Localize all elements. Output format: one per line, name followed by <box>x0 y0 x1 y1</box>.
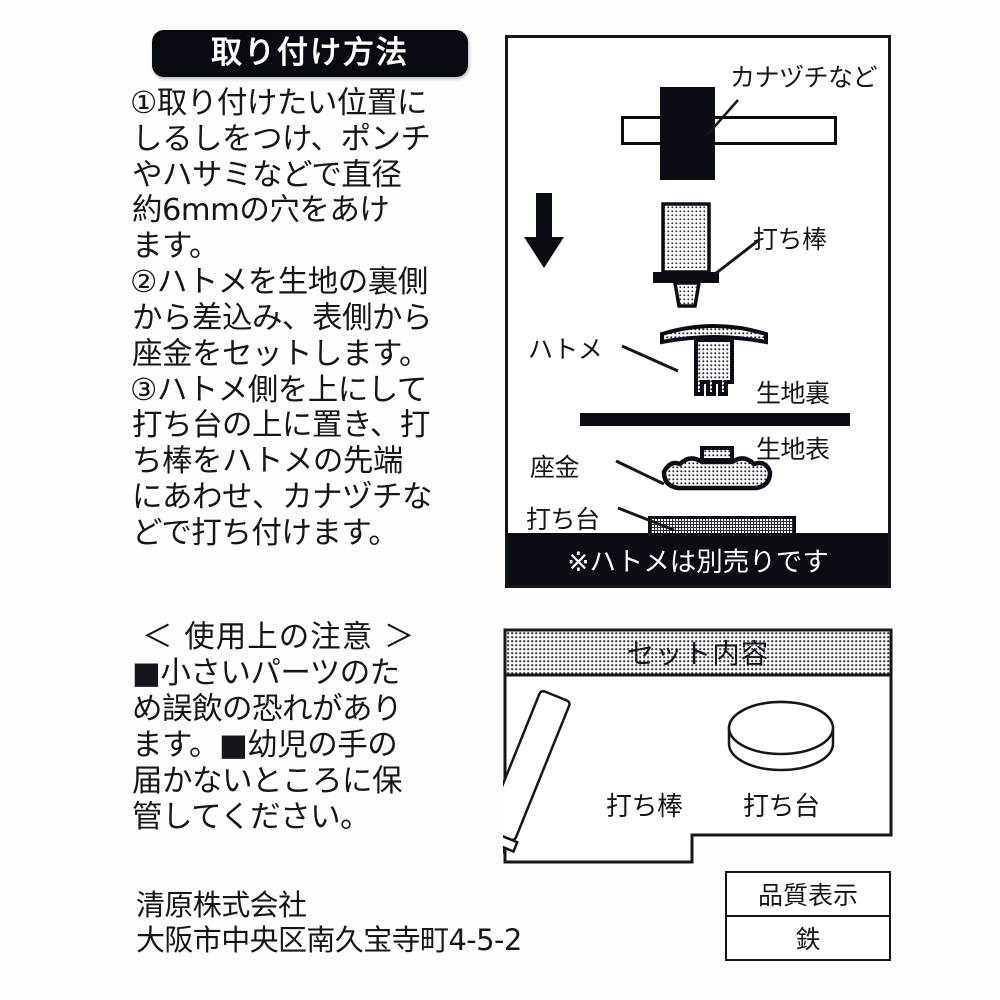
quality-indication-table: 品質表示 鉄 <box>725 871 891 961</box>
eyelet-icon <box>660 324 768 396</box>
sold-separately-note: ※ハトメは別売りです <box>508 533 888 585</box>
diagram-label-fabric-front: 生地表 <box>756 435 830 464</box>
diagram-label-punch-rod: 打ち棒 <box>753 225 827 254</box>
caution-heading: ＜ 使用上の注意 ＞ <box>142 620 416 655</box>
anvil-leader-line <box>617 506 675 532</box>
diagram-label-washer: 座金 <box>530 453 580 482</box>
sold-separately-text: ※ハトメは別売りです <box>567 546 829 578</box>
set-contents-outline <box>503 628 893 864</box>
diagram-label-hammer: カナヅチなど <box>730 63 878 92</box>
caution-body: ■小さいパーツのた め誤飲の恐れがあり ます。■幼児の手の 届かないところに保 … <box>132 655 403 835</box>
set-contents-box: セット内容 打ち棒 打ち台 <box>503 628 893 864</box>
set-item-label-punch-rod: 打ち棒 <box>606 792 683 822</box>
hammer-handle-icon <box>621 116 837 145</box>
washer-icon <box>661 446 773 491</box>
section-title-text: 取り付け方法 <box>211 35 409 71</box>
hammer-head-icon <box>660 87 715 180</box>
diagram-inner: カナヅチなど 打ち棒 <box>508 38 888 585</box>
set-item-label-anvil: 打ち台 <box>743 792 820 822</box>
punch-rod-icon <box>653 202 719 308</box>
diagram-label-anvil: 打ち台 <box>526 505 600 534</box>
instruction-step-1: ①取り付けたい位置に しるしをつけ、ポンチ やハサミなどで直径 約6mmの穴をあ… <box>130 86 431 265</box>
instruction-steps-list: ①取り付けたい位置に しるしをつけ、ポンチ やハサミなどで直径 約6mmの穴をあ… <box>130 86 482 552</box>
company-info: 清原株式会社 大阪市中央区南久宝寺町4-5-2 <box>136 888 522 958</box>
quality-table-header-row: 品質表示 <box>727 873 889 917</box>
installation-diagram-box: カナヅチなど 打ち棒 <box>505 35 891 588</box>
company-address: 大阪市中央区南久宝寺町4-5-2 <box>136 922 522 957</box>
quality-table-header-text: 品質表示 <box>757 881 858 910</box>
instructions-column: 取り付け方法 ①取り付けたい位置に しるしをつけ、ポンチ やハサミなどで直径 約… <box>130 30 482 552</box>
diagram-label-eyelet: ハトメ <box>528 335 603 364</box>
hammer-leader-line <box>707 99 739 135</box>
instruction-step-2: ②ハトメを生地の裏側 から差込み、表側から 座金をセットします。 <box>130 265 433 372</box>
punch-rod-leader-line <box>714 238 760 276</box>
quality-table-value-row: 鉄 <box>727 917 889 959</box>
section-title-banner: 取り付け方法 <box>152 30 468 77</box>
instruction-step-3: ③ハトメ側を上にして 打ち台の上に置き、打 ち棒をハトメの先端 にあわせ、カナヅ… <box>130 372 433 551</box>
diagram-label-fabric-back: 生地裏 <box>756 379 830 408</box>
washer-leader-line <box>615 459 665 486</box>
eyelet-leader-line <box>621 344 679 373</box>
quality-table-value-text: 鉄 <box>795 925 821 954</box>
caution-section: ＜ 使用上の注意 ＞ ■小さいパーツのた め誤飲の恐れがあり ます。■幼児の手の… <box>132 620 492 836</box>
down-arrow-icon <box>524 193 564 268</box>
fabric-layer-icon <box>580 413 850 426</box>
company-name: 清原株式会社 <box>136 888 307 922</box>
